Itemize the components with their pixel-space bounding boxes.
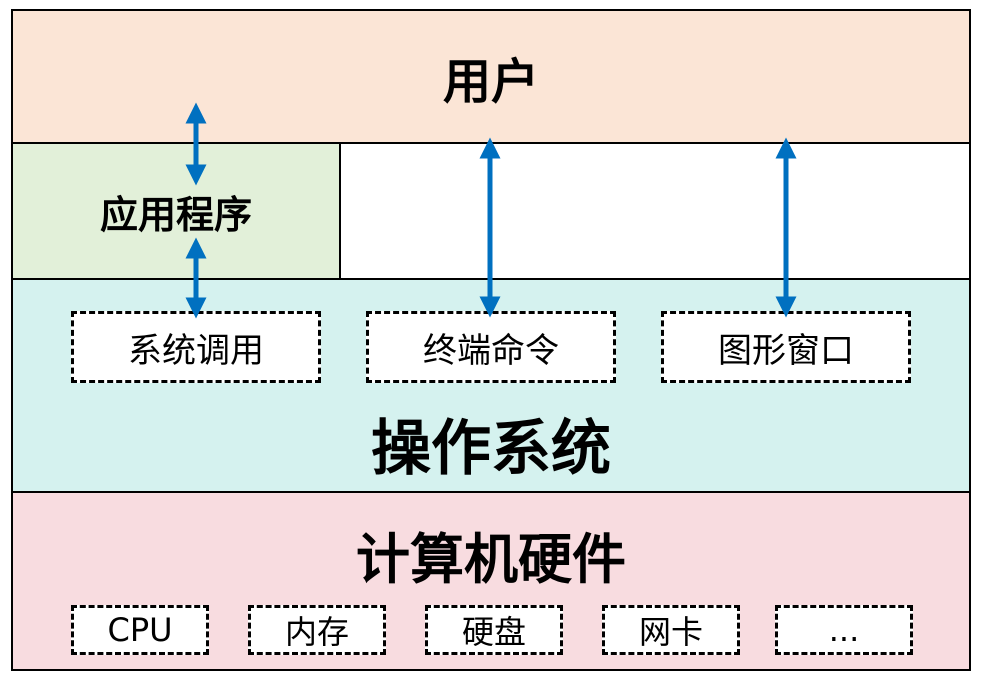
user-layer: 用户 xyxy=(11,9,971,144)
os-interface-gui: 图形窗口 xyxy=(661,311,911,383)
hardware-layer: 计算机硬件 CPU 内存 硬盘 网卡 ... xyxy=(11,491,971,671)
os-interface-syscall: 系统调用 xyxy=(71,311,321,383)
hardware-component-nic: 网卡 xyxy=(602,605,740,655)
blank-region xyxy=(339,142,971,280)
hardware-component-label: CPU xyxy=(107,611,173,649)
application-layer: 应用程序 xyxy=(11,142,341,280)
hardware-label: 计算机硬件 xyxy=(356,528,626,591)
hardware-component-disk: 硬盘 xyxy=(425,605,563,655)
os-layer: 系统调用 终端命令 图形窗口 操作系统 xyxy=(11,278,971,493)
user-label: 用户 xyxy=(442,53,539,110)
os-interface-terminal: 终端命令 xyxy=(366,311,616,383)
hardware-component-memory: 内存 xyxy=(248,605,386,655)
hardware-component-label: 硬盘 xyxy=(461,613,526,651)
os-interface-label: 图形窗口 xyxy=(718,330,854,371)
hardware-component-label: 网卡 xyxy=(638,613,703,651)
hardware-component-more: ... xyxy=(775,605,913,655)
hardware-component-cpu: CPU xyxy=(71,605,209,655)
hardware-component-label: 内存 xyxy=(284,613,349,651)
os-interface-label: 终端命令 xyxy=(423,330,559,371)
application-label: 应用程序 xyxy=(99,192,252,237)
os-interface-label: 系统调用 xyxy=(128,330,264,371)
hardware-component-label: ... xyxy=(828,611,860,649)
os-label: 操作系统 xyxy=(371,414,611,484)
